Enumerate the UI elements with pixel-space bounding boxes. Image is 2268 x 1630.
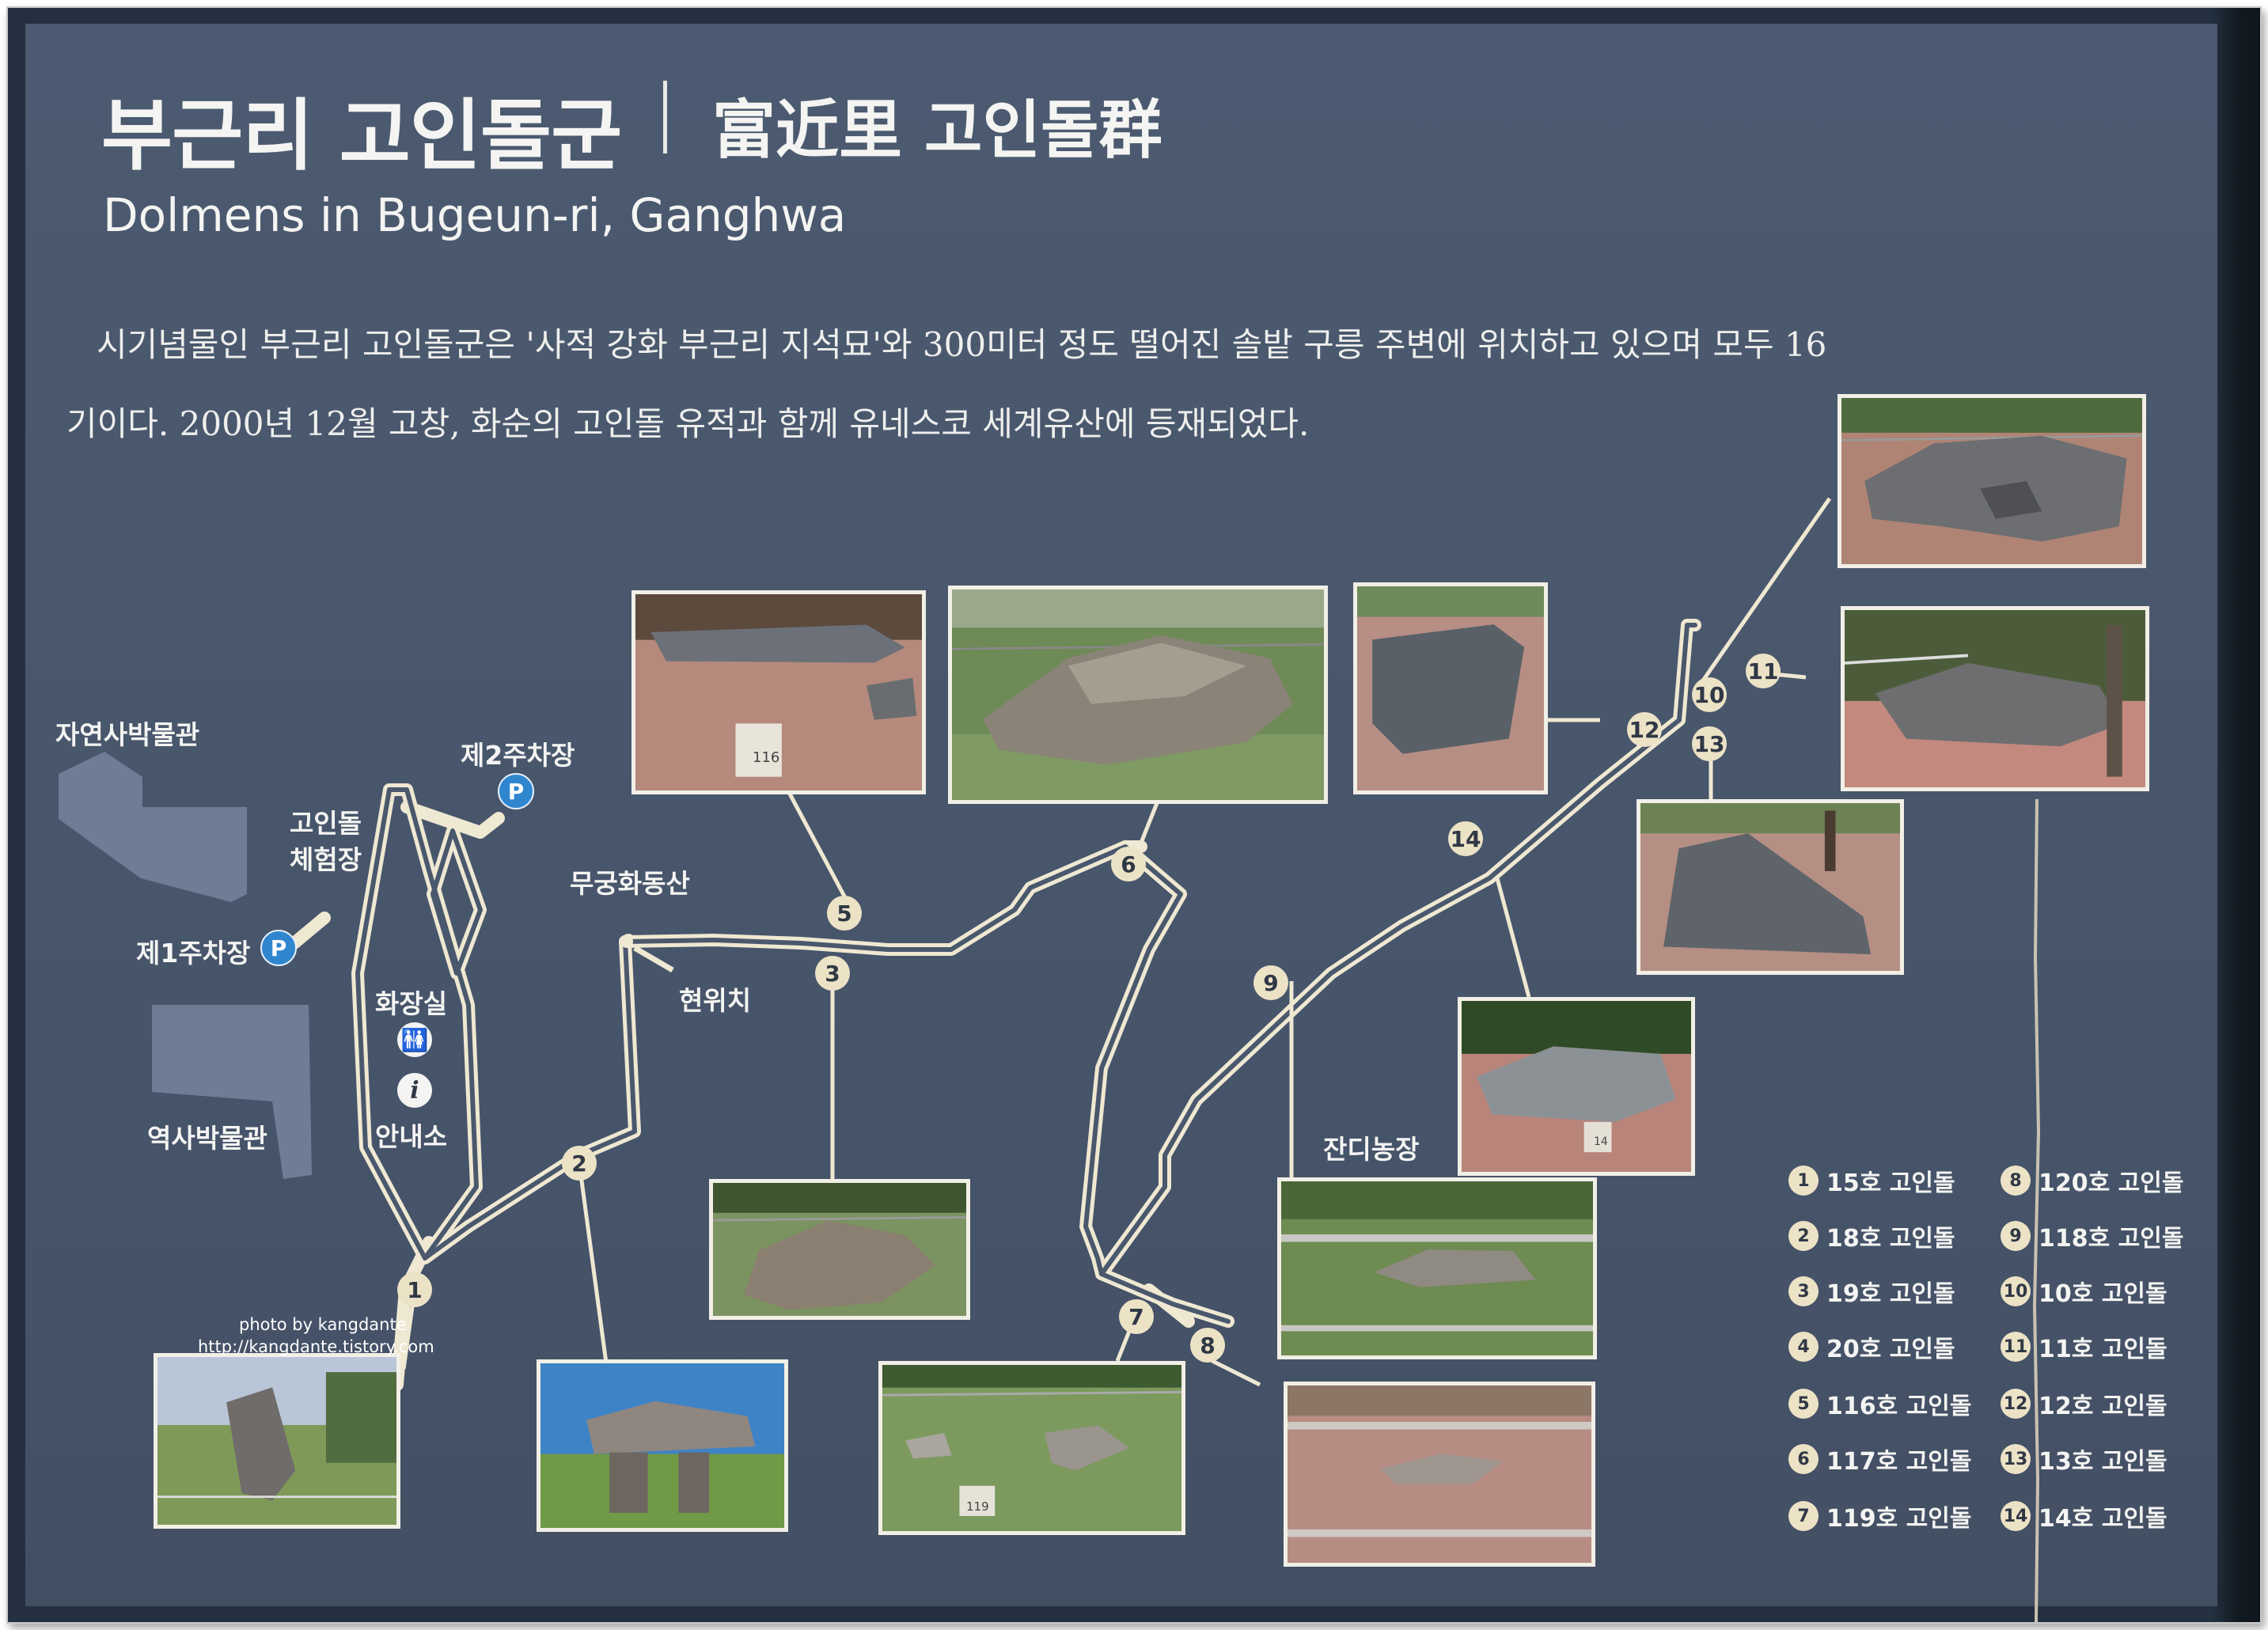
- photo-dolmen-117: [948, 586, 1328, 804]
- label-experience-center-2: 체험장: [290, 844, 362, 875]
- label-history-museum: 역사박물관: [147, 1123, 267, 1154]
- title-separator: [663, 81, 667, 154]
- parking-2-icon: P: [498, 773, 534, 809]
- pin-10: 10: [1692, 677, 1727, 712]
- photo-credit-line-1: photo by kangdante: [239, 1315, 407, 1334]
- current-location-marker: [620, 935, 633, 948]
- photo-dolmen-11: [1841, 606, 2149, 791]
- photo-credit-line-2: http://kangdante.tistory.com: [198, 1337, 434, 1356]
- pin-13: 13: [1692, 726, 1727, 761]
- label-parking-2: 제2주차장: [461, 740, 575, 771]
- photo-dolmen-19: [709, 1179, 970, 1320]
- pin-9: 9: [1253, 965, 1288, 1000]
- description-line-1: 시기념물인 부근리 고인돌군은 '사적 강화 부근리 지석묘'와 300미터 정…: [97, 325, 1827, 364]
- sign-title-hanja: 富近里 고인돌群: [712, 93, 1162, 167]
- pin-3: 3: [815, 956, 850, 991]
- photo-plaque-119: 119: [966, 1499, 989, 1514]
- label-mugunghwa-hill: 무궁화동산: [570, 868, 690, 899]
- photo-dolmen-116: 116: [631, 590, 926, 794]
- pin-2: 2: [562, 1146, 597, 1181]
- sign-photo-frame: 부근리 고인돌군 富近里 고인돌群 Dolmens in Bugeun-ri, …: [6, 6, 2262, 1624]
- pin-11: 11: [1746, 654, 1781, 688]
- pin-8: 8: [1190, 1328, 1225, 1363]
- parking-1-icon: P: [260, 930, 297, 966]
- pin-1: 1: [397, 1272, 432, 1307]
- label-lawn-farm: 잔디농장: [1323, 1134, 1420, 1165]
- history-museum-building: [152, 1005, 312, 1179]
- dolmen-info-sign: 부근리 고인돌군 富近里 고인돌群 Dolmens in Bugeun-ri, …: [25, 24, 2217, 1622]
- label-current-location: 현위치: [679, 985, 752, 1016]
- photo-dolmen-14: 14: [1458, 997, 1695, 1176]
- natural-history-museum-building: [59, 752, 247, 902]
- photo-plaque-116: 116: [753, 749, 780, 766]
- label-natural-history-museum: 자연사박물관: [55, 719, 200, 750]
- photo-dolmen-118: [1277, 1177, 1597, 1359]
- pin-7: 7: [1119, 1299, 1154, 1334]
- photo-dolmen-13: [1637, 799, 1904, 975]
- background-foliage: [2213, 8, 2260, 1622]
- label-parking-1: 제1주차장: [136, 938, 251, 969]
- sign-title-english: Dolmens in Bugeun-ri, Ganghwa: [103, 188, 847, 242]
- pin-14: 14: [1448, 821, 1483, 856]
- restroom-icon: 🚻: [397, 1022, 432, 1057]
- photo-dolmen-10: [1838, 394, 2146, 568]
- label-restroom: 화장실: [375, 988, 448, 1019]
- label-info-center: 안내소: [375, 1121, 448, 1152]
- photo-dolmen-15: [154, 1353, 400, 1529]
- sign-title-korean: 부근리 고인돌군: [101, 91, 622, 181]
- photo-plaque-14: 14: [1594, 1135, 1608, 1148]
- sign-crack: [2032, 799, 2041, 1622]
- pin-6: 6: [1111, 847, 1146, 881]
- pin-5: 5: [827, 896, 862, 931]
- info-icon: i: [397, 1073, 432, 1108]
- description-line-2: 기이다. 2000년 12월 고창, 화순의 고인돌 유적과 함께 유네스코 세…: [66, 404, 1310, 443]
- photo-dolmen-18: [537, 1359, 788, 1532]
- photo-dolmen-12: [1353, 582, 1548, 794]
- label-experience-center-1: 고인돌: [290, 808, 362, 839]
- photo-dolmen-120: [1284, 1382, 1595, 1567]
- pin-12: 12: [1627, 712, 1662, 747]
- photo-dolmen-119: 119: [878, 1361, 1185, 1535]
